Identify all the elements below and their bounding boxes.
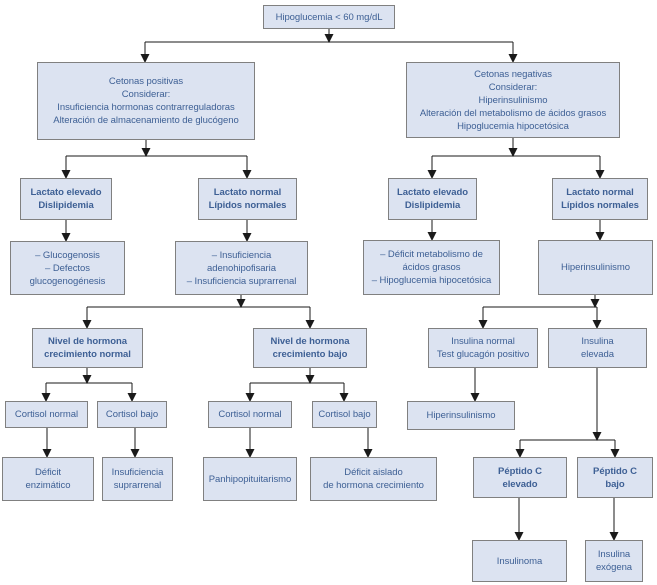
node-insulinoma: Insulinoma: [472, 540, 567, 582]
node-panhipopituitarismo: Panhipopituitarismo: [203, 457, 297, 501]
node-insuf-suprarrenal: Insuficiencia suprarrenal: [102, 457, 173, 501]
node-hormona-crecimiento-normal: Nivel de hormona crecimiento normal: [32, 328, 143, 368]
node-deficit-metabolismo: – Déficit metabolismo de ácidos grasos –…: [363, 240, 500, 295]
node-hipoglucemia: Hipoglucemia < 60 mg/dL: [263, 5, 395, 29]
node-insulina-exogena: Insulina exógena: [585, 540, 643, 582]
node-hiperinsulinismo-1: Hiperinsulinismo: [538, 240, 653, 295]
node-cortisol-normal-2: Cortisol normal: [208, 401, 292, 428]
node-cetonas-negativas: Cetonas negativas Considerar: Hiperinsul…: [406, 62, 620, 138]
node-deficit-aislado: Déficit aislado de hormona crecimiento: [310, 457, 437, 501]
node-deficit-enzimatico: Déficit enzimático: [2, 457, 94, 501]
node-insulina-normal: Insulina normal Test glucagón positivo: [428, 328, 538, 368]
node-insulina-elevada: Insulina elevada: [548, 328, 647, 368]
node-glucogenosis: – Glucogenosis – Defectos glucogenogénes…: [10, 241, 125, 295]
node-lactato-elevado-izq: Lactato elevado Dislipidemia: [20, 178, 112, 220]
node-lactato-elevado-der: Lactato elevado Dislipidemia: [388, 178, 477, 220]
node-cortisol-normal-1: Cortisol normal: [5, 401, 88, 428]
node-cortisol-bajo-2: Cortisol bajo: [312, 401, 377, 428]
node-lactato-normal-der: Lactato normal Lípidos normales: [552, 178, 648, 220]
node-peptido-c-bajo: Péptido C bajo: [577, 457, 653, 498]
node-hormona-crecimiento-bajo: Nivel de hormona crecimiento bajo: [253, 328, 367, 368]
node-cetonas-positivas: Cetonas positivas Considerar: Insuficien…: [37, 62, 255, 140]
node-cortisol-bajo-1: Cortisol bajo: [97, 401, 167, 428]
node-peptido-c-elevado: Péptido C elevado: [473, 457, 567, 498]
node-hiperinsulinismo-2: Hiperinsulinismo: [407, 401, 515, 430]
node-lactato-normal-izq: Lactato normal Lípidos normales: [198, 178, 297, 220]
node-insuf-adenohipofisaria: – Insuficiencia adenohipofisaria – Insuf…: [175, 241, 308, 295]
